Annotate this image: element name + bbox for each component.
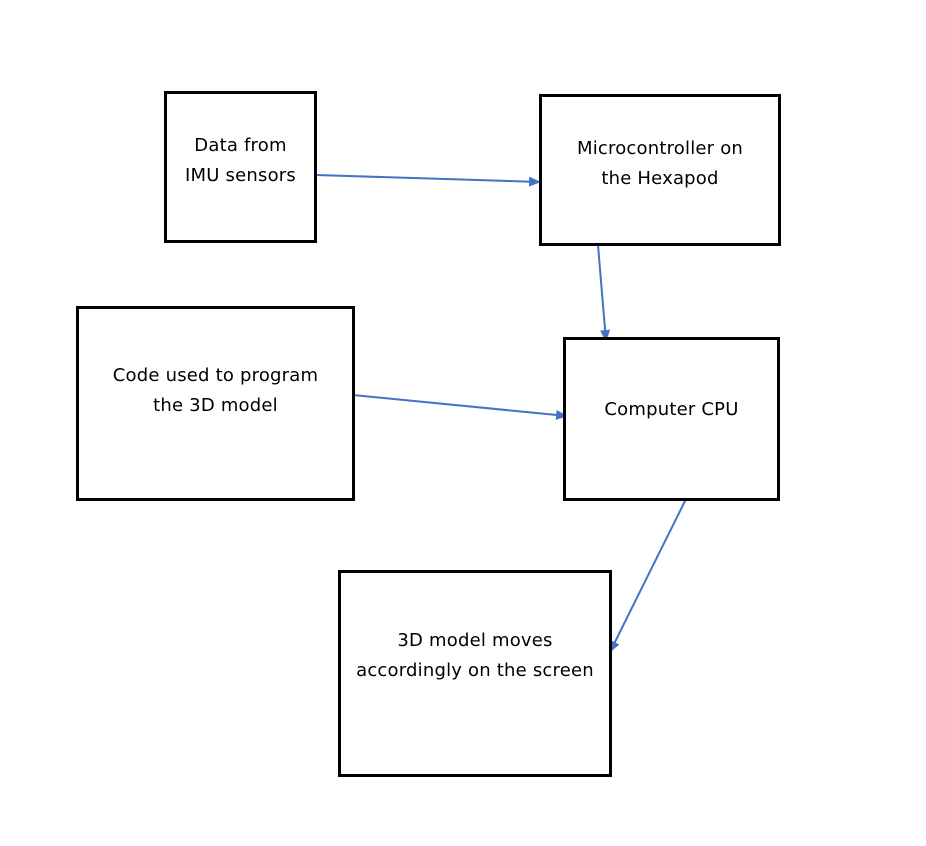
- node-3d-model-code-label: Code used to program the 3D model: [112, 364, 319, 416]
- node-computer-cpu: Computer CPU: [563, 337, 780, 501]
- arrow-imu-to-microcontroller: [315, 174, 541, 187]
- arrow-cpu-to-3d-model: [609, 498, 687, 653]
- node-computer-cpu-label: Computer CPU: [604, 399, 739, 420]
- node-3d-model-output: 3D model moves accordingly on the screen: [338, 570, 612, 777]
- node-imu-sensors-label: Data from IMU sensors: [185, 135, 296, 186]
- node-microcontroller-label: Microcontroller on the Hexapod: [576, 138, 744, 189]
- arrow-code-to-cpu: [352, 394, 568, 420]
- node-microcontroller: Microcontroller on the Hexapod: [539, 94, 781, 246]
- node-3d-model-code: Code used to program the 3D model: [76, 306, 355, 501]
- node-imu-sensors: Data from IMU sensors: [164, 91, 317, 243]
- node-3d-model-output-label: 3D model moves accordingly on the screen: [356, 630, 594, 681]
- arrow-microcontroller-to-cpu: [597, 244, 611, 342]
